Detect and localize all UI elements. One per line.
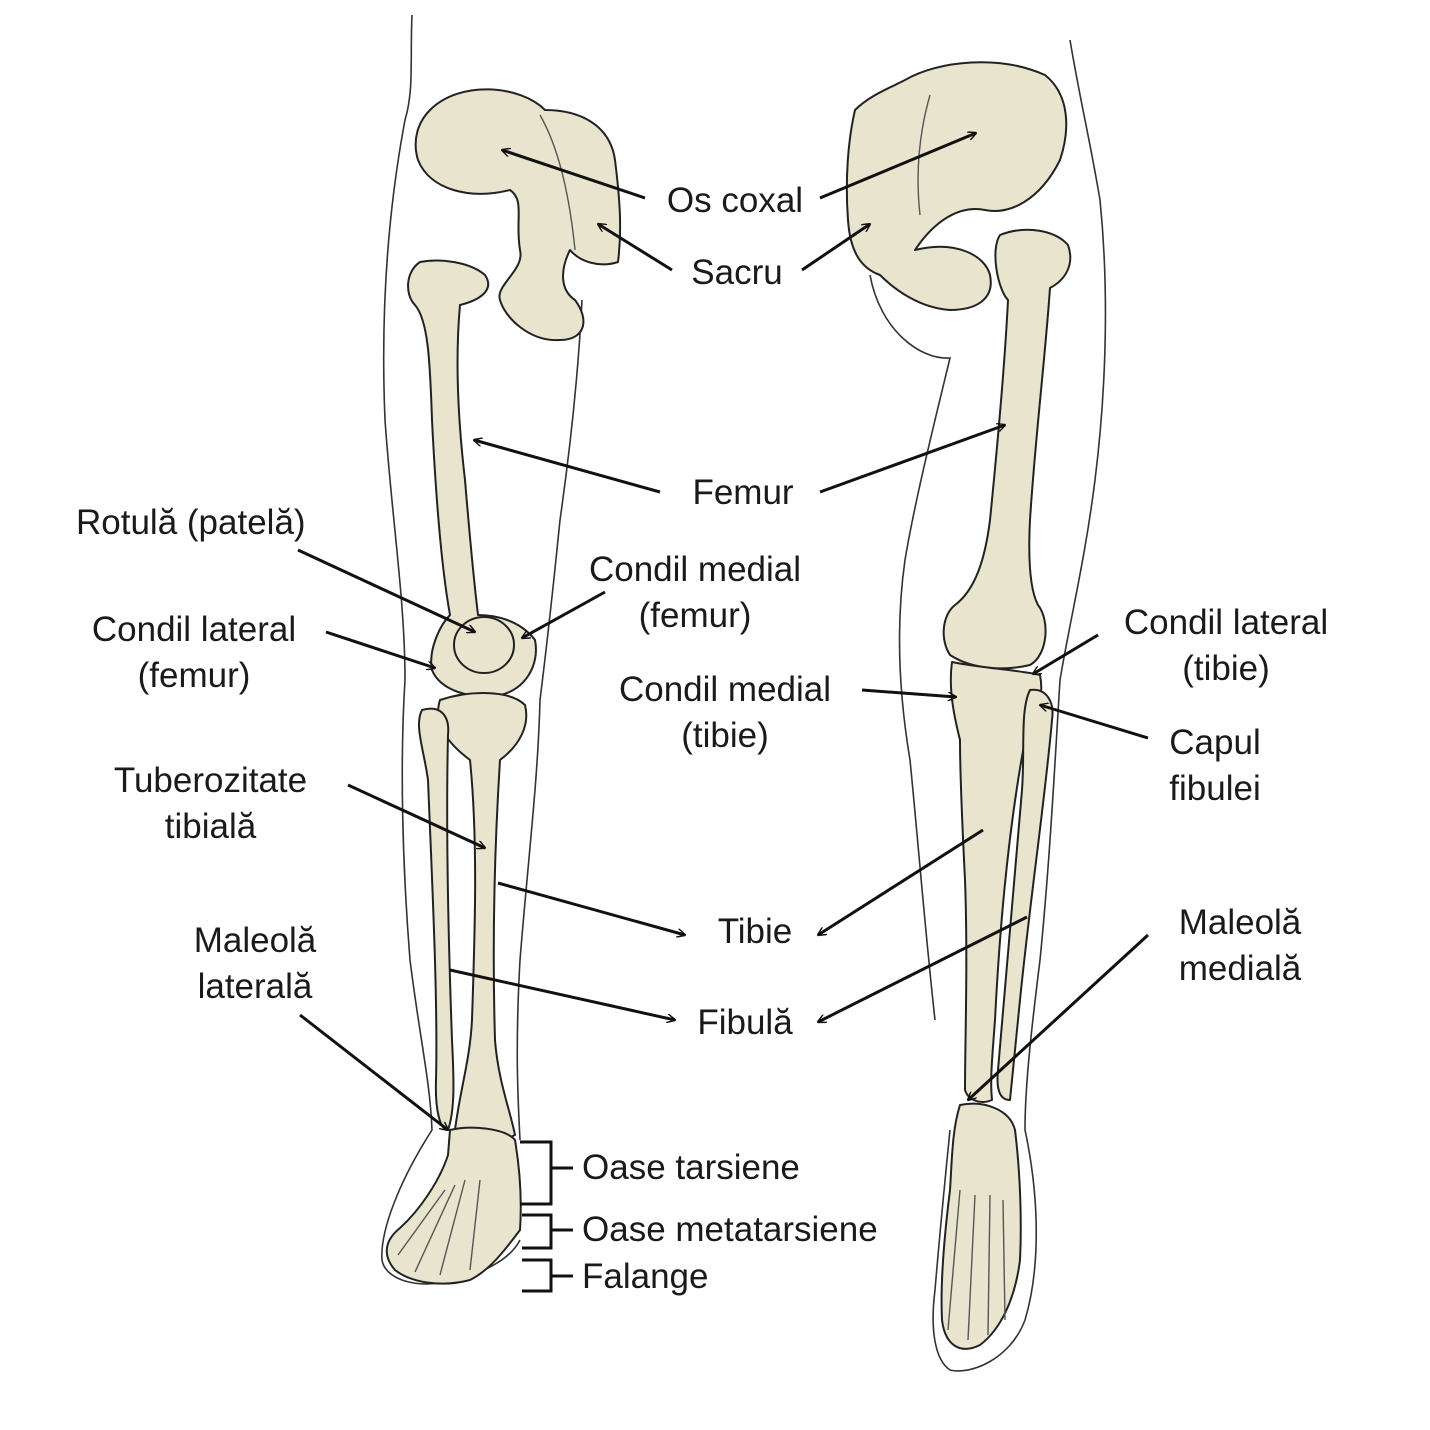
left-os-coxal bbox=[414, 88, 622, 342]
label-condil-lateral-tibie: Condil lateral (tibie) bbox=[1096, 600, 1356, 692]
bracket-falange bbox=[522, 1258, 573, 1293]
arrow-tibie-right bbox=[818, 828, 984, 935]
label-maleola-laterala: Maleolă laterală bbox=[170, 918, 340, 1010]
left-tibia bbox=[437, 692, 528, 1143]
right-sacrum-outline bbox=[917, 94, 931, 216]
label-condil-medial-tibie-line2: (tibie) bbox=[681, 716, 769, 755]
right-foot bbox=[940, 1102, 1022, 1350]
label-maleola-mediala: Maleolă medială bbox=[1155, 900, 1325, 992]
foot-brackets bbox=[520, 1140, 573, 1293]
label-tuberozitate: Tuberozitate tibială bbox=[88, 758, 333, 850]
arrow-sacru-left bbox=[598, 224, 673, 272]
left-sacrum-outline bbox=[539, 114, 576, 251]
right-os-coxal bbox=[845, 61, 1068, 311]
label-condil-lateral-femur-line1: Condil lateral bbox=[91, 610, 297, 649]
arrow-fibula-right bbox=[818, 915, 1028, 1024]
label-fibula: Fibulă bbox=[697, 1003, 793, 1042]
label-maleola-laterala-line2: laterală bbox=[197, 967, 313, 1006]
arrow-condil-medial-femur bbox=[522, 590, 606, 640]
label-capul-fibulei-line1: Capul bbox=[1169, 723, 1261, 762]
label-falange: Falange bbox=[582, 1257, 709, 1296]
right-fibula bbox=[996, 688, 1054, 1101]
arrow-tibie-left bbox=[497, 881, 685, 935]
left-fibula bbox=[418, 707, 455, 1131]
label-condil-lateral-tibie-line1: Condil lateral bbox=[1123, 603, 1329, 642]
label-os-coxal: Os coxal bbox=[666, 181, 804, 220]
label-femur: Femur bbox=[692, 473, 794, 512]
arrow-sacru-right bbox=[801, 224, 870, 272]
arrow-maleola-laterala bbox=[299, 1013, 448, 1130]
label-capul-fibulei-line2: fibulei bbox=[1169, 769, 1261, 808]
label-tibie: Tibie bbox=[717, 912, 793, 951]
arrow-rotula bbox=[297, 548, 475, 632]
label-condil-medial-tibie-line1: Condil medial bbox=[618, 670, 832, 709]
label-condil-medial-femur-line2: (femur) bbox=[638, 596, 752, 635]
label-condil-medial-tibie: Condil medial (tibie) bbox=[590, 667, 860, 759]
arrow-fibula-left bbox=[449, 968, 675, 1020]
label-condil-lateral-femur-line2: (femur) bbox=[137, 656, 251, 695]
bracket-metatarsiene bbox=[522, 1213, 573, 1250]
left-femur bbox=[407, 259, 537, 698]
arrow-os-coxal-right bbox=[819, 133, 976, 200]
label-sacru: Sacru bbox=[691, 253, 783, 292]
arrow-condil-medial-tibie bbox=[861, 688, 956, 697]
right-femur bbox=[942, 228, 1072, 670]
arrow-maleola-mediala bbox=[968, 933, 1150, 1100]
arrow-os-coxal-left bbox=[502, 150, 646, 200]
bracket-tarsiene bbox=[520, 1140, 573, 1206]
label-condil-medial-femur: Condil medial (femur) bbox=[560, 547, 830, 639]
right-toe-lines bbox=[947, 1189, 1006, 1341]
arrow-condil-lateral-femur bbox=[325, 630, 435, 668]
label-tuberozitate-line1: Tuberozitate bbox=[113, 761, 308, 800]
arrow-femur-left bbox=[474, 440, 661, 494]
label-oase-tarsiene: Oase tarsiene bbox=[582, 1148, 800, 1187]
right-skin-outline bbox=[932, 39, 1107, 1372]
label-condil-lateral-femur: Condil lateral (femur) bbox=[64, 607, 324, 699]
label-maleola-laterala-line1: Maleolă bbox=[193, 921, 317, 960]
arrow-capul-fibulei bbox=[1040, 705, 1149, 740]
arrow-tuberozitate bbox=[347, 783, 485, 848]
left-skin-inner bbox=[516, 299, 583, 1141]
label-arrows bbox=[297, 133, 1150, 1130]
left-foot bbox=[385, 1126, 522, 1285]
label-tuberozitate-line2: tibială bbox=[164, 807, 257, 846]
label-maleola-mediala-line2: medială bbox=[1178, 949, 1302, 988]
arrow-femur-right bbox=[819, 425, 1005, 494]
label-oase-metatarsiene: Oase metatarsiene bbox=[582, 1210, 878, 1249]
label-condil-lateral-tibie-line2: (tibie) bbox=[1182, 649, 1270, 688]
arrow-condil-lateral-tibie bbox=[1033, 633, 1099, 674]
left-toe-lines bbox=[397, 1179, 481, 1276]
label-capul-fibulei: Capul fibulei bbox=[1140, 720, 1290, 812]
right-leg bbox=[845, 39, 1107, 1372]
label-maleola-mediala-line1: Maleolă bbox=[1178, 903, 1302, 942]
left-skin-outline bbox=[381, 14, 521, 1285]
left-leg bbox=[381, 14, 622, 1285]
label-rotula: Rotulă (patelă) bbox=[76, 503, 306, 542]
right-skin-inner bbox=[869, 274, 952, 1021]
label-condil-medial-femur-line1: Condil medial bbox=[588, 550, 802, 589]
